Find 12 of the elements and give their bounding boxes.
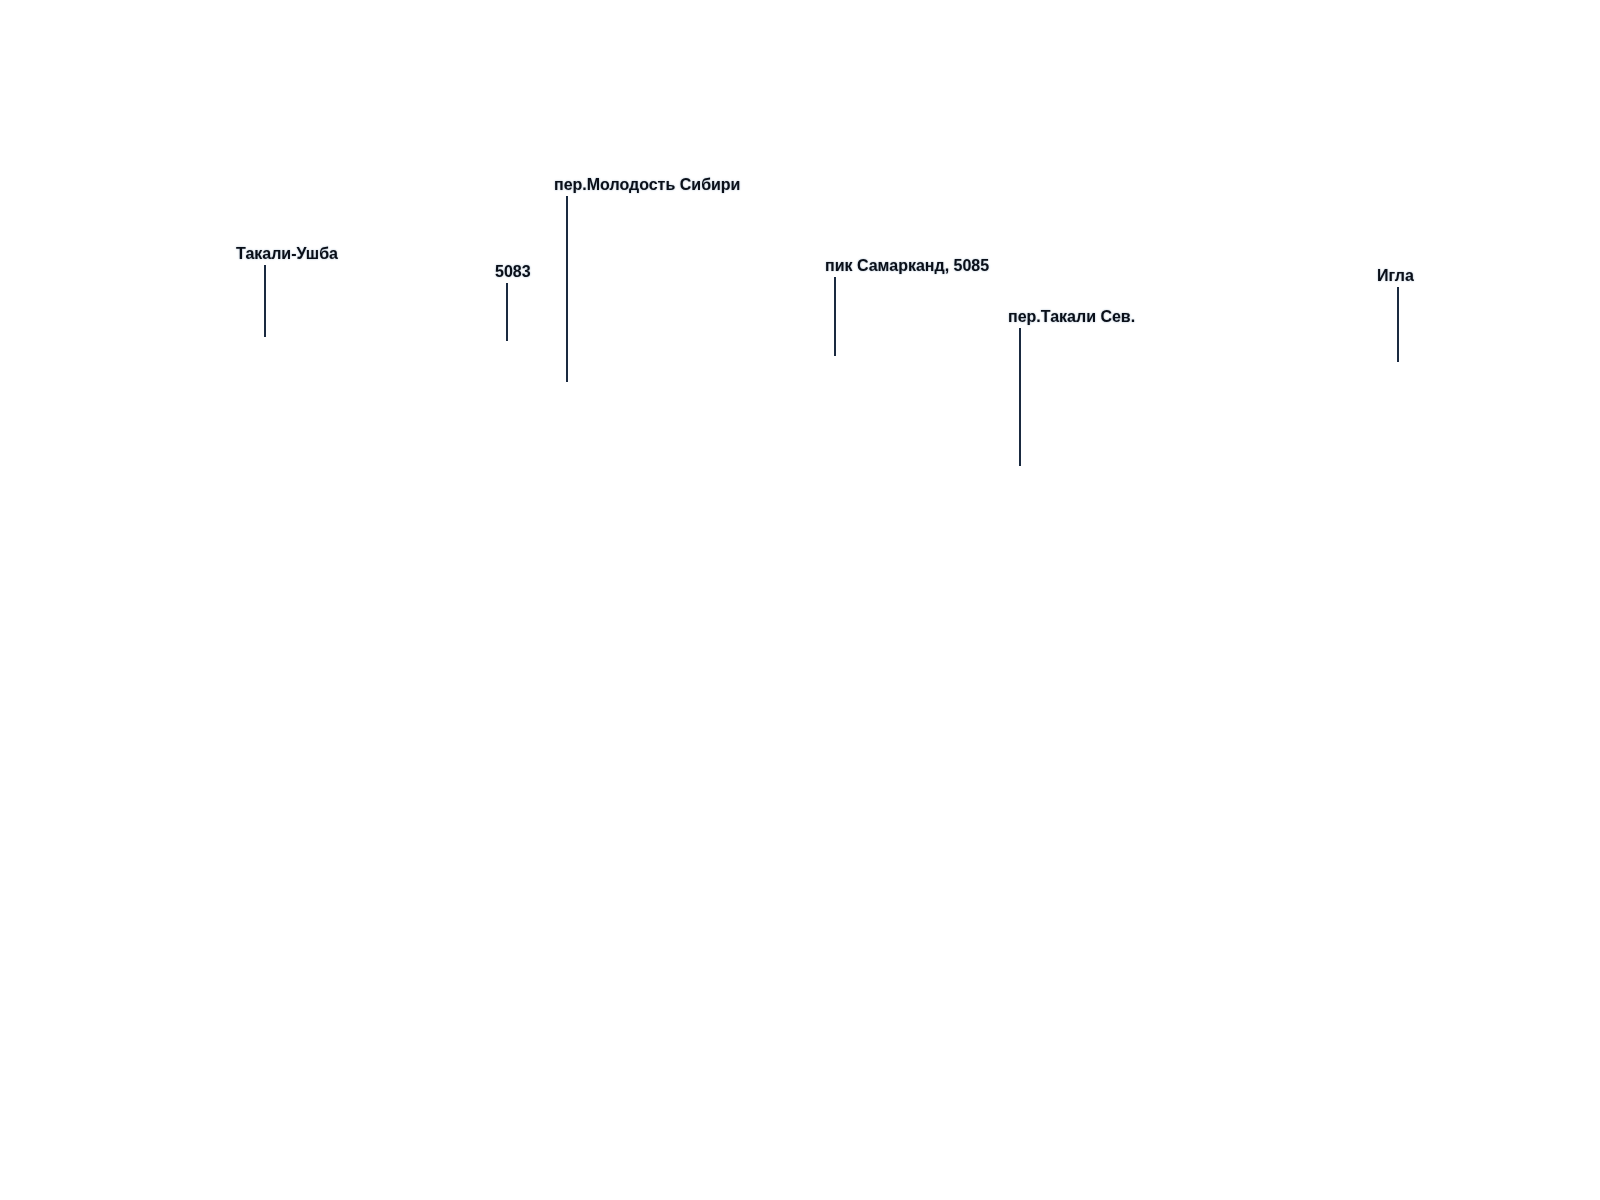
leader-line <box>506 282 508 342</box>
peak-label: 5083 <box>495 262 531 281</box>
peak-label: пер.Такали Сев. <box>1008 307 1136 326</box>
peak-label: пик Самарканд, 5085 <box>825 256 990 275</box>
leader-line <box>566 195 568 383</box>
peak-label: пер.Молодость Сибири <box>554 175 741 194</box>
peak-label: Игла <box>1377 266 1414 285</box>
leader-line <box>1397 286 1399 363</box>
leader-line <box>834 276 836 357</box>
peak-label: Такали-Ушба <box>236 244 338 263</box>
leader-line <box>264 264 266 338</box>
leader-line <box>1019 327 1021 467</box>
